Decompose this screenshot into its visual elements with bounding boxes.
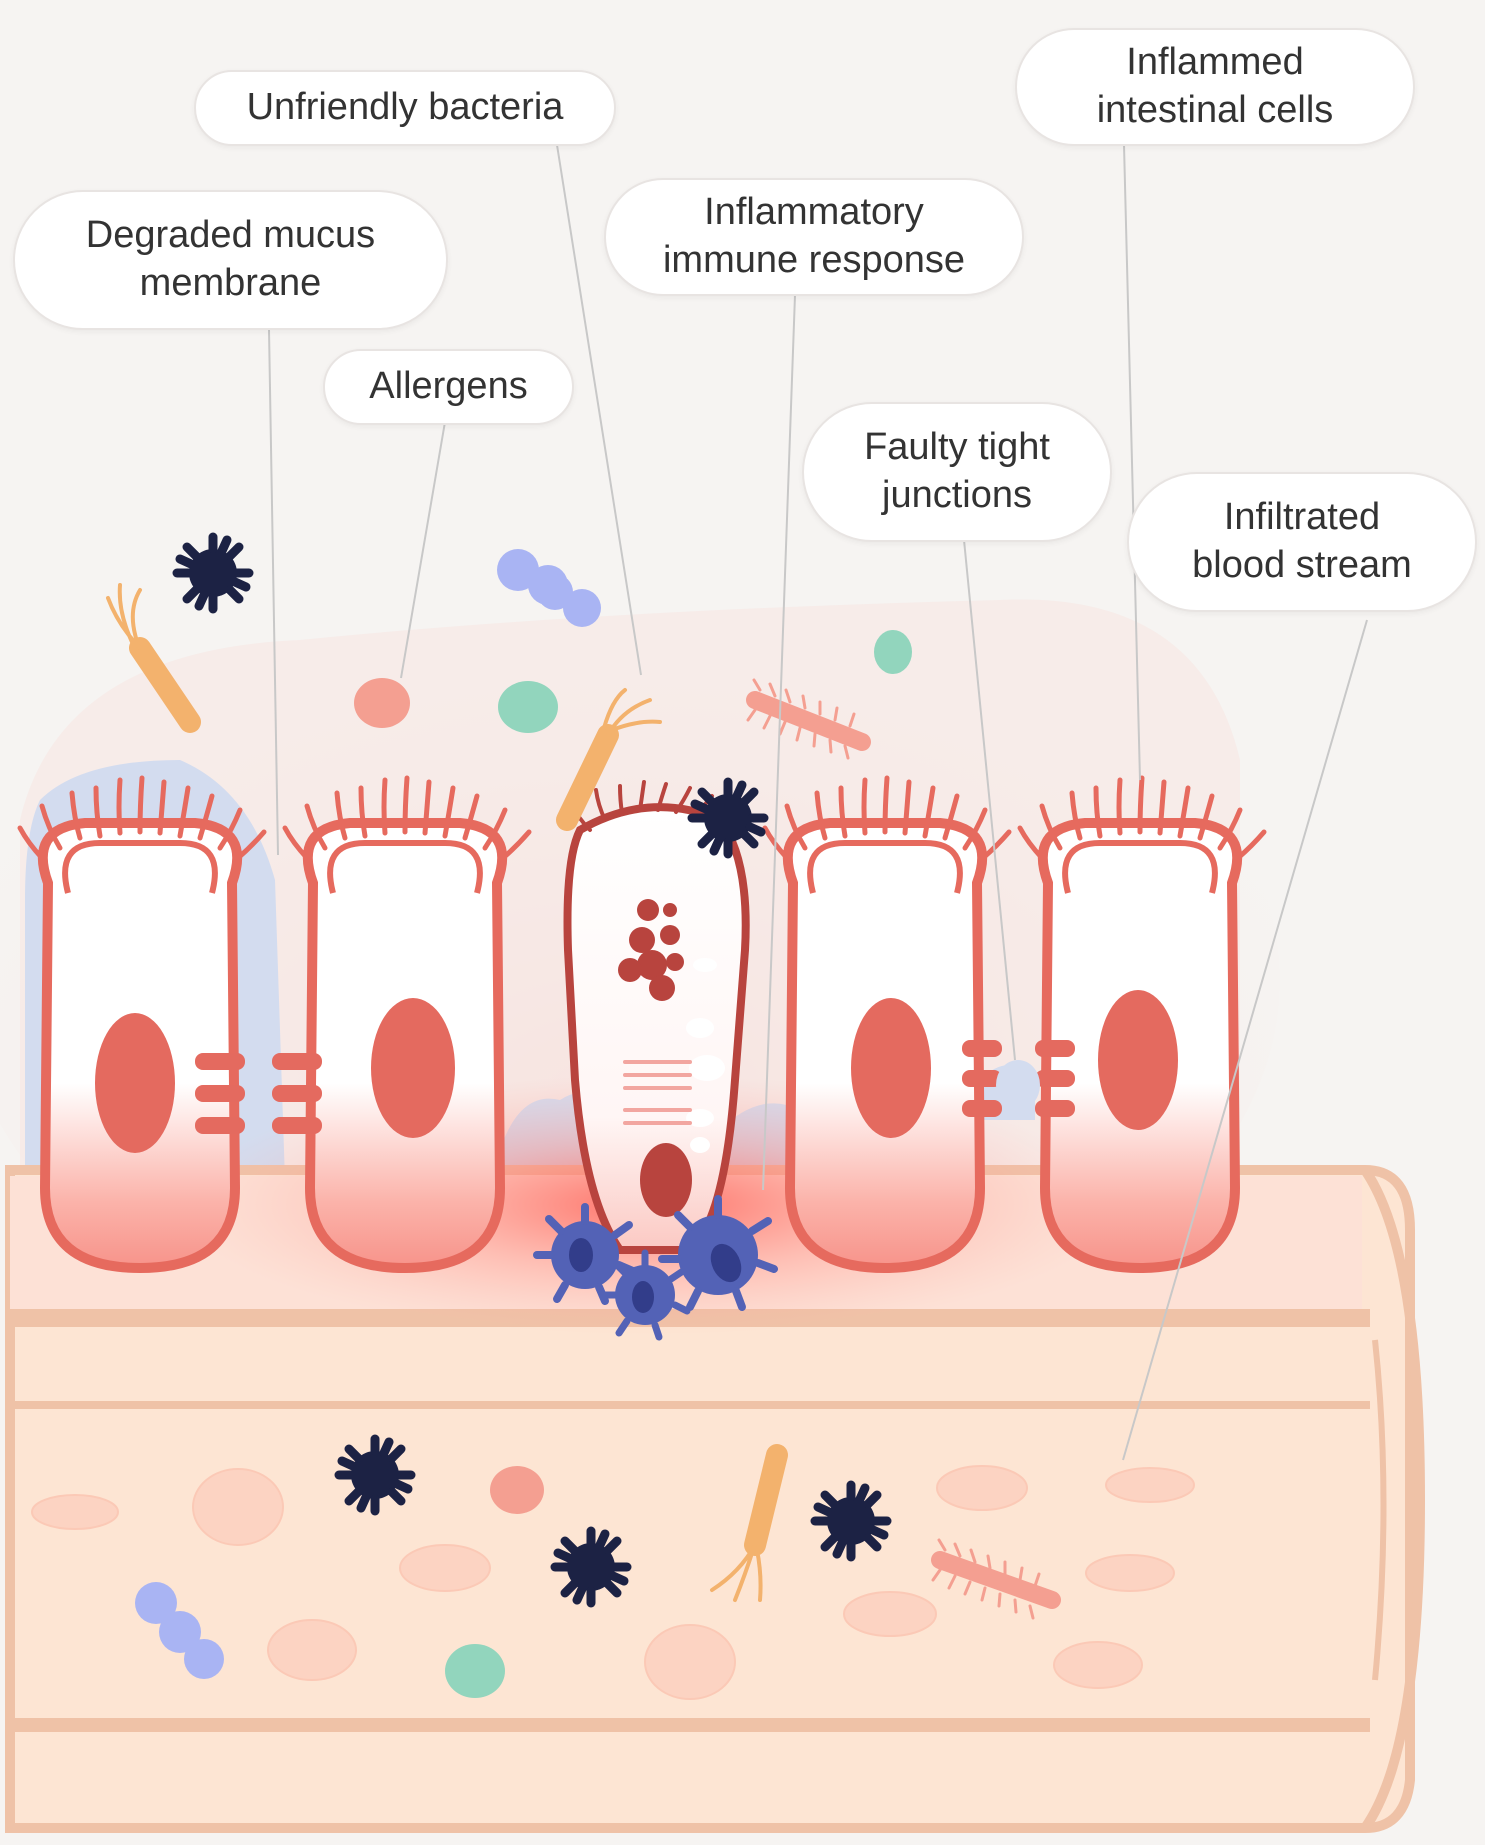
immune-cells xyxy=(533,1195,778,1341)
intestinal-cell-5 xyxy=(1020,778,1264,1268)
tight-junctions xyxy=(195,1040,1075,1134)
inflamed-intestinal-cell xyxy=(563,780,750,1254)
label-infiltrated-blood-stream: Infiltrated blood stream xyxy=(1127,472,1477,612)
intestinal-cell-2 xyxy=(285,778,529,1268)
label-allergens: Allergens xyxy=(323,349,574,425)
leak-gap xyxy=(996,1060,1040,1110)
hairy-bacteria xyxy=(746,678,1061,1620)
intestinal-cell-1 xyxy=(20,778,264,1268)
label-unfriendly-bacteria: Unfriendly bacteria xyxy=(194,70,616,146)
blood-cells xyxy=(31,1465,1195,1700)
label-degraded-mucus-membrane: Degraded mucus membrane xyxy=(13,190,448,330)
label-faulty-tight-junctions: Faulty tight junctions xyxy=(802,402,1112,542)
allergen-particles xyxy=(354,678,544,1514)
green-particles xyxy=(445,630,912,1698)
rod-bacteria xyxy=(106,583,788,1602)
label-inflammatory-immune-response: Inflammatory immune response xyxy=(604,178,1024,296)
chain-bacteria xyxy=(135,549,601,1679)
label-inflammed-intestinal-cells: Inflammed intestinal cells xyxy=(1015,28,1415,146)
leader-lines xyxy=(268,144,1368,1461)
intestinal-cell-4 xyxy=(765,778,1009,1268)
